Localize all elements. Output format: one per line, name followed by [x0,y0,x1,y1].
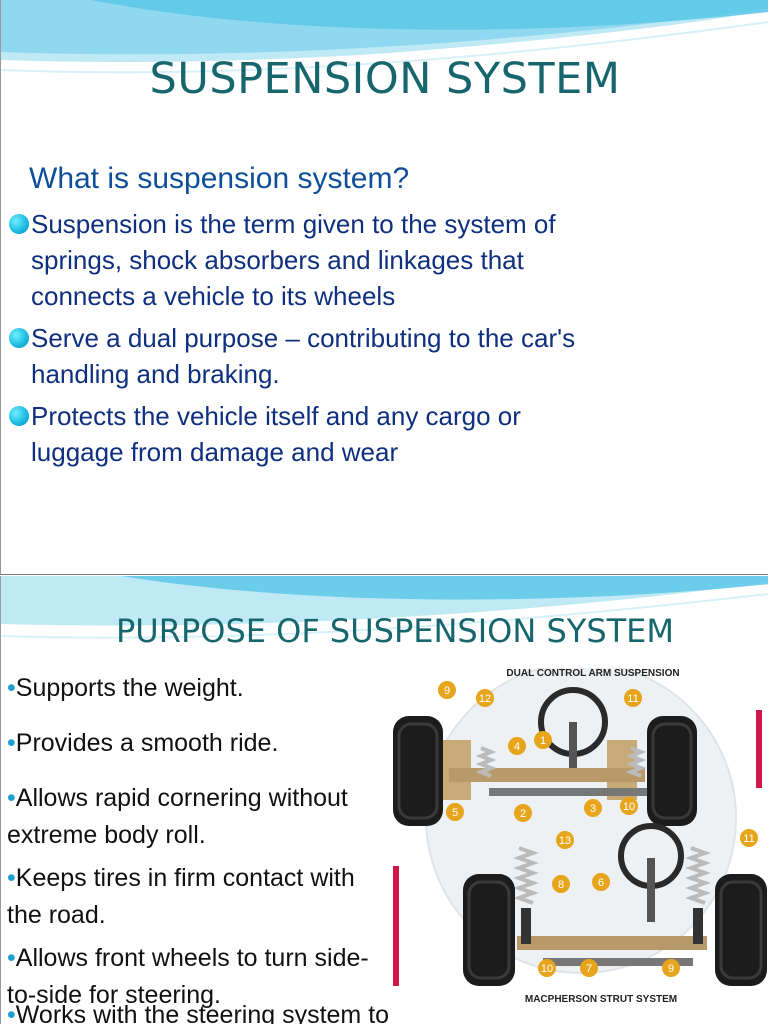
callout-marker: 2 [514,804,532,822]
diagram-top-caption: DUAL CONTROL ARM SUSPENSION [506,668,679,679]
callout-marker: 9 [662,959,680,977]
bullet-marker: • [7,784,16,812]
bullet-dot-icon [9,214,29,234]
slide-title: SUSPENSION SYSTEM [149,54,621,104]
svg-text:6: 6 [598,877,604,889]
bullet-dot-icon [9,328,29,348]
macpherson-strut-assembly [463,823,767,986]
svg-text:1: 1 [540,735,546,747]
svg-text:2: 2 [520,808,526,820]
list-item: Serve a dual purpose – contributing to t… [9,320,619,392]
bullet-text: Serve a dual purpose – contributing to t… [31,323,576,389]
bullet-text: Provides a smooth ride. [15,729,279,757]
callout-marker: 6 [592,873,610,891]
bullet-text: Keeps tires in firm contact with the roa… [7,864,355,929]
svg-text:9: 9 [668,963,674,975]
bullet-marker: • [7,729,16,757]
header-swoosh [1,576,768,639]
svg-text:3: 3 [590,803,596,815]
svg-text:9: 9 [444,685,450,697]
svg-text:11: 11 [627,693,638,705]
callout-marker: 3 [584,799,602,817]
slide-title: PURPOSE OF SUSPENSION SYSTEM [116,612,674,650]
list-item: Suspension is the term given to the syst… [9,206,619,314]
diagram-bottom-caption: MACPHERSON STRUT SYSTEM [525,994,677,1005]
bullet-text: Allows front wheels to turn side-to-side… [7,944,369,1009]
svg-text:8: 8 [558,879,564,891]
callout-marker: 12 [476,689,494,707]
callout-marker: 13 [556,831,574,849]
callout-marker: 10 [538,959,556,977]
list-item: •Allows front wheels to turn side-to-sid… [7,940,387,1014]
bullet-marker: • [7,1001,16,1024]
suspension-diagram: DUAL CONTROL ARM SUSPENSION [393,668,768,1024]
bullet-text: Supports the weight. [15,674,244,702]
bullet-list: •Supports the weight. •Provides a smooth… [7,670,387,1024]
bullet-marker: • [7,864,16,892]
bullet-text: Suspension is the term given to the syst… [31,209,556,311]
svg-text:10: 10 [541,963,553,975]
bullet-text: Allows rapid cornering without extreme b… [7,784,348,849]
bullet-list: Suspension is the term given to the syst… [9,206,619,476]
slide-question: What is suspension system? [29,162,410,195]
callout-marker: 5 [446,803,464,821]
callout-marker: 4 [508,737,526,755]
svg-text:12: 12 [479,693,491,705]
svg-text:5: 5 [452,807,458,819]
slide-2: PURPOSE OF SUSPENSION SYSTEM •Supports t… [0,576,768,1024]
callout-marker: 11 [624,689,642,707]
callout-marker: 7 [580,959,598,977]
bullet-text: Protects the vehicle itself and any carg… [31,401,521,467]
callout-marker: 9 [438,681,456,699]
svg-text:13: 13 [559,835,571,847]
callout-marker: 10 [620,797,638,815]
list-item: Protects the vehicle itself and any carg… [9,398,619,470]
callout-marker: 8 [552,875,570,893]
svg-text:4: 4 [514,741,520,753]
dual-control-arm-assembly [393,687,697,826]
list-item: •Allows rapid cornering without extreme … [7,780,387,854]
callout-marker: 1 [534,731,552,749]
svg-text:11: 11 [743,833,754,845]
list-item: •Provides a smooth ride. [7,725,387,762]
svg-text:10: 10 [623,801,635,813]
list-item: •Supports the weight. [7,670,387,707]
bullet-dot-icon [9,406,29,426]
callout-marker: 11 [740,829,758,847]
bullet-marker: • [7,944,16,972]
bullet-marker: • [7,674,16,702]
slide-1: SUSPENSION SYSTEM What is suspension sys… [0,0,768,575]
svg-text:7: 7 [586,963,592,975]
list-item: •Keeps tires in firm contact with the ro… [7,860,387,934]
header-swoosh [1,0,768,74]
